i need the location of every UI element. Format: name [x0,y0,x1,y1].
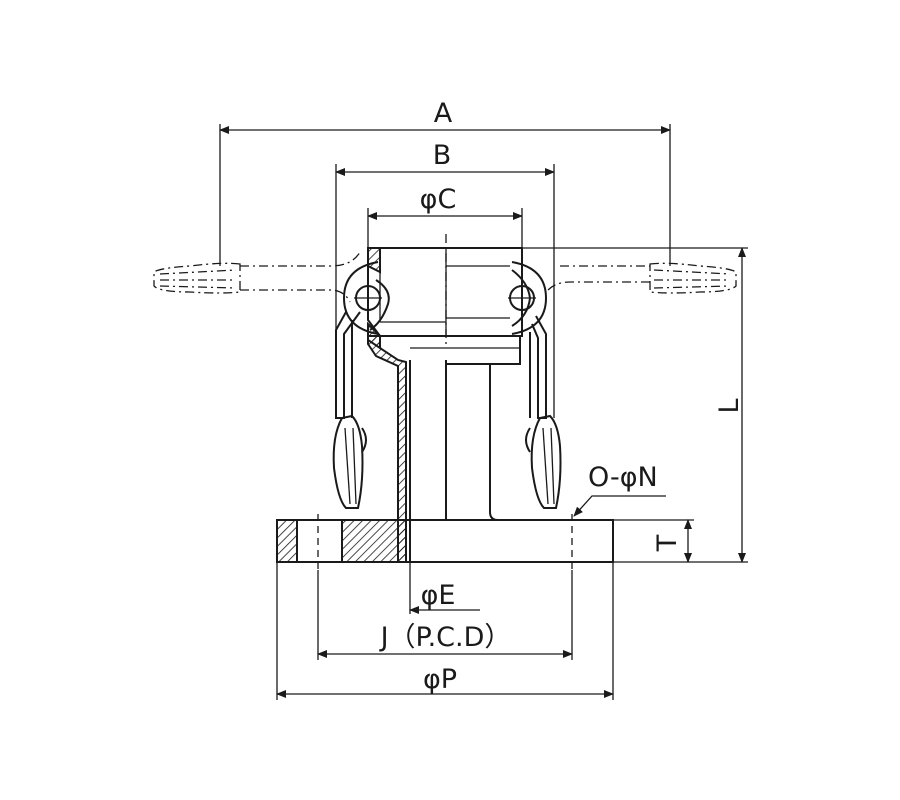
label-j: J（P.C.D） [379,622,512,653]
label-c: φC [420,184,457,215]
label-o-n: O-φN [588,462,658,493]
coupler-body [367,234,530,563]
body-wall-section [367,335,407,563]
flange-section-left [276,519,298,563]
cam-lever-right [508,261,562,509]
label-l: L [714,398,745,413]
cam-lever-left [332,261,390,509]
lever-open-phantom [153,251,737,303]
dim-n-leader [573,495,666,517]
extension-lines [219,124,748,700]
label-p: φP [423,664,457,695]
dimension-lines [219,126,746,698]
label-e: φE [421,580,456,611]
label-a: A [434,98,453,129]
label-b: B [433,140,452,171]
flange-section-inner [341,519,407,563]
label-t: T [652,534,683,552]
dimension-labels: A B φC L O-φN T φE J（P.C.D） φP [379,98,745,695]
flange [276,514,614,570]
